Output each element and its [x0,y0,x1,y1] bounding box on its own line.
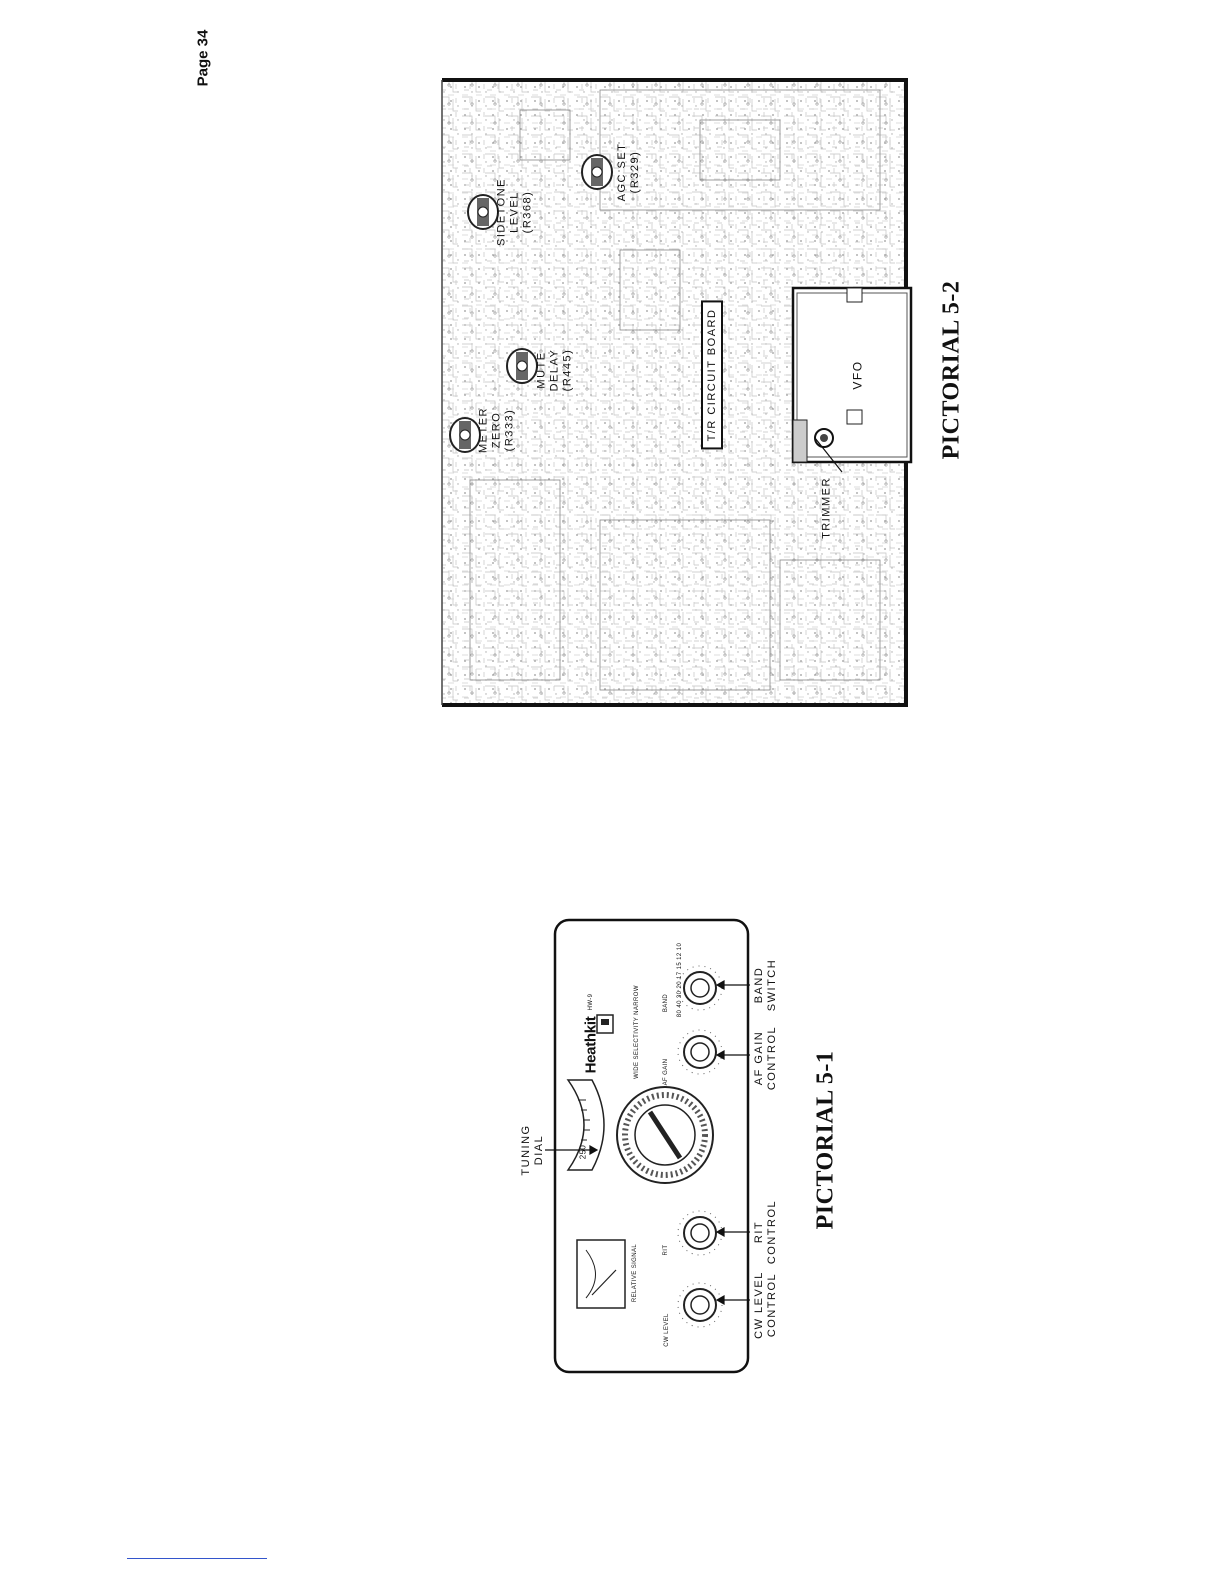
meter-label: RELATIVE SIGNAL [632,1243,638,1303]
af-gain-knob-label: AF GAIN [663,1058,669,1086]
cw-level-knob-icon [677,1282,723,1328]
dial-window-icon [566,1079,605,1171]
af-gain-callout: AF GAIN CONTROL [753,1025,778,1091]
meter-zero-pot-icon [449,417,481,453]
pictorial-5-1-caption: PICTORIAL 5-1 [812,1050,839,1230]
mute-delay-pot-icon [506,348,538,384]
trimmer-label: TRIMMER [820,477,833,539]
meter-zero-label: METER ZERO (R333) [477,407,516,453]
cw-level-callout: CW LEVEL CONTROL [753,1271,778,1339]
model-name: HW-9 [588,993,594,1011]
trimmer-icon [814,428,834,448]
trimmer-leader [814,437,843,473]
board-label: T/R CIRCUIT BOARD [701,300,723,450]
rit-callout: RIT CONTROL [753,1199,778,1265]
mute-delay-label: MUTE DELAY (R445) [535,348,574,392]
band-knob-label: BAND [663,993,669,1013]
band-values: 80 40 30 20 17 15 12 10 [677,942,683,1018]
brand-name: Heathkit [582,1016,600,1074]
sidetone-pot-icon [467,194,499,230]
footer-rule [127,1558,267,1559]
tuning-dial-callout: TUNING DIAL [520,1124,545,1176]
agc-set-label: AGC SET (R329) [616,142,641,202]
vfo-label: VFO [850,360,865,390]
af-gain-knob-icon [677,1029,723,1075]
cw-level-knob-label: CW LEVEL [664,1313,670,1347]
rit-knob-label: RIT [663,1244,669,1256]
band-switch-callout: BAND SWITCH [753,958,778,1012]
sidetone-label: SIDETONE LEVEL (R368) [495,177,534,247]
agc-set-pot-icon [581,154,613,190]
pictorial-5-2-caption: PICTORIAL 5-2 [938,280,965,460]
dial-number: 250 [578,1144,588,1160]
signal-meter-icon [576,1239,626,1309]
vfo-box [791,286,913,464]
selectivity-label: WIDE SELECTIVITY NARROW [634,985,640,1079]
front-panel [553,918,750,1374]
